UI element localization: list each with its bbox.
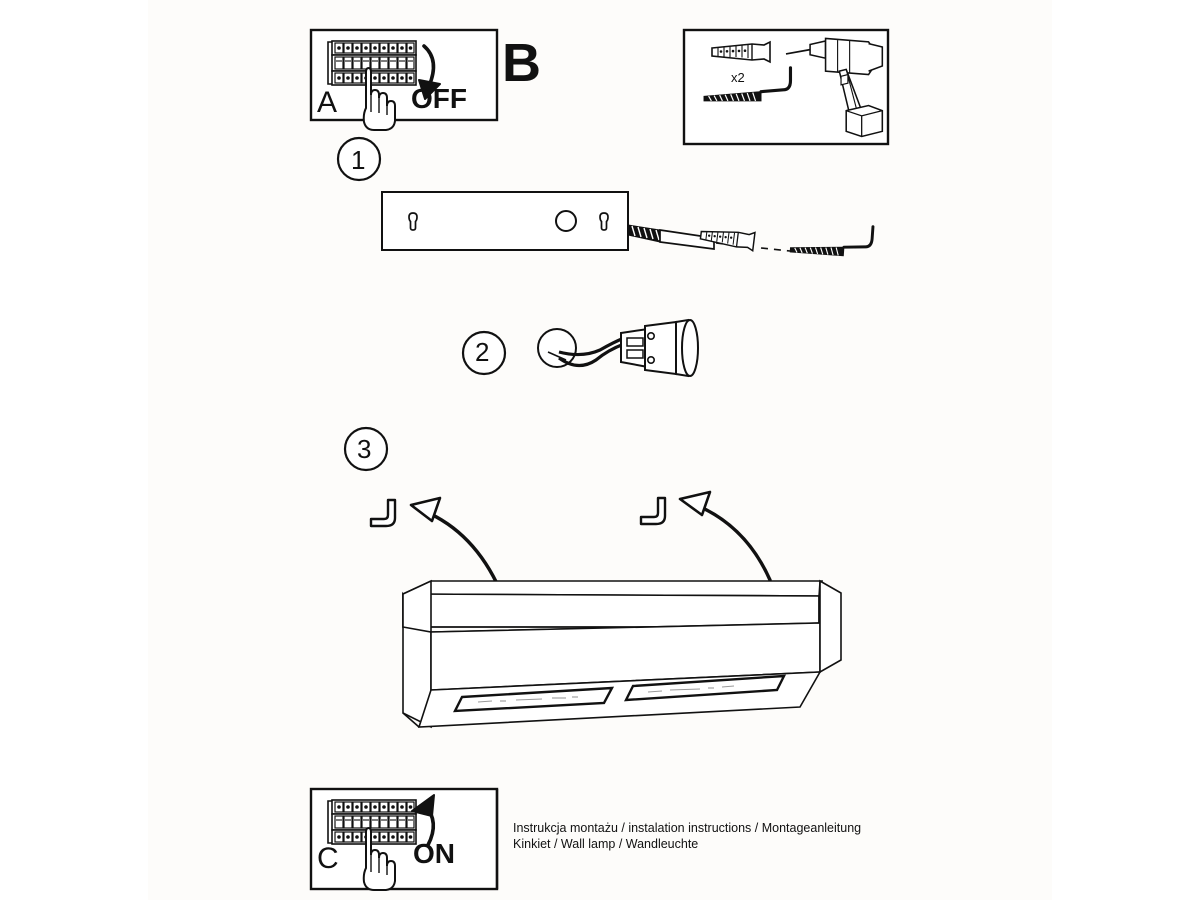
wall-plug-quantity-label: x2 xyxy=(731,70,745,85)
panel-a xyxy=(309,28,499,131)
step-3 xyxy=(343,426,842,729)
mounting-plate-icon xyxy=(381,191,629,251)
step-2 xyxy=(461,318,699,378)
hook-left-icon xyxy=(369,498,397,528)
terminal-block-icon xyxy=(620,327,649,369)
keyhole-slot-left-icon xyxy=(408,212,418,231)
cable-hole-icon xyxy=(537,328,577,368)
step-1-number: 1 xyxy=(351,145,366,175)
light-slot-right-icon xyxy=(623,674,787,702)
wall-lamp-body-icon xyxy=(402,579,842,729)
step-1 xyxy=(336,136,875,260)
panel-b-letter: B xyxy=(502,33,541,93)
hook-screw-icon xyxy=(788,219,875,260)
panel-a-action-label: OFF xyxy=(411,83,467,114)
panel-b xyxy=(682,28,890,146)
hook-right-icon xyxy=(639,496,667,526)
panel-c-letter: C xyxy=(317,842,339,875)
panel-a-letter: A xyxy=(317,86,338,119)
step-3-number: 3 xyxy=(357,434,372,464)
cable-hole-icon xyxy=(555,210,577,232)
footer-product-line: Kinkiet / Wall lamp / Wandleuchte xyxy=(513,837,699,851)
panel-c xyxy=(309,787,499,891)
light-slot-left-icon xyxy=(453,686,615,713)
drill-bit-icon xyxy=(627,224,715,250)
wiring-icon xyxy=(558,336,625,368)
up-curved-arrow-icon xyxy=(411,794,436,847)
down-curved-arrow-icon xyxy=(418,44,441,100)
curved-arrow-right-icon xyxy=(678,490,772,582)
panel-c-action-label: ON xyxy=(413,838,455,869)
keyhole-slot-right-icon xyxy=(599,212,609,231)
curved-arrow-left-icon xyxy=(409,496,502,592)
page-background xyxy=(148,0,1052,900)
lamp-socket-icon xyxy=(644,318,699,378)
footer-instruction-line: Instrukcja montażu / instalation instruc… xyxy=(513,821,862,835)
step-2-number: 2 xyxy=(475,337,490,367)
